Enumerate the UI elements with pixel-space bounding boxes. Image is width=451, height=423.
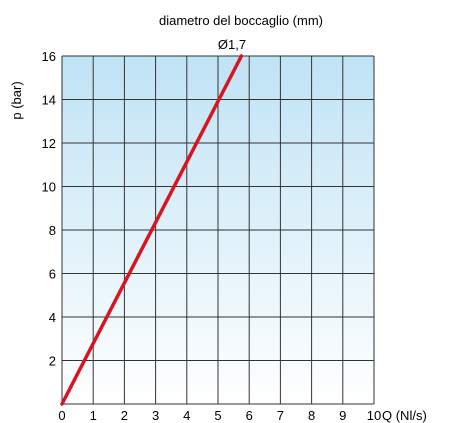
y-tick-label: 10 [42, 180, 56, 195]
y-tick-label: 2 [49, 354, 56, 369]
x-tick-label: 2 [121, 408, 128, 423]
y-tick-label: 8 [49, 223, 56, 238]
y-tick-labels: 2 4 6 8 10 12 14 16 [42, 49, 56, 369]
x-tick-label: 8 [308, 408, 315, 423]
x-tick-label: 9 [339, 408, 346, 423]
series-label: Ø1,7 [218, 37, 246, 52]
series-group [60, 54, 244, 406]
y-tick-label: 6 [49, 267, 56, 282]
x-tick-label: 5 [214, 408, 221, 423]
y-tick-label: 14 [42, 93, 56, 108]
y-tick-label: 16 [42, 49, 56, 64]
x-tick-label: 6 [246, 408, 253, 423]
x-tick-labels: 0 1 2 3 4 5 6 7 8 9 10 [58, 408, 381, 423]
y-tick-label: 12 [42, 136, 56, 151]
series-line [60, 54, 244, 406]
x-tick-label: 0 [58, 408, 65, 423]
x-tick-label: 7 [277, 408, 284, 423]
y-axis-label: p (bar) [9, 81, 24, 119]
y-tick-label: 4 [49, 310, 56, 325]
grid [61, 55, 375, 405]
x-axis-label: Q (Nl/s) [382, 408, 427, 423]
x-tick-label: 4 [183, 408, 190, 423]
chart-title: diametro del boccaglio (mm) [159, 13, 323, 28]
x-tick-label: 3 [152, 408, 159, 423]
x-tick-label: 10 [367, 408, 381, 423]
x-tick-label: 1 [90, 408, 97, 423]
